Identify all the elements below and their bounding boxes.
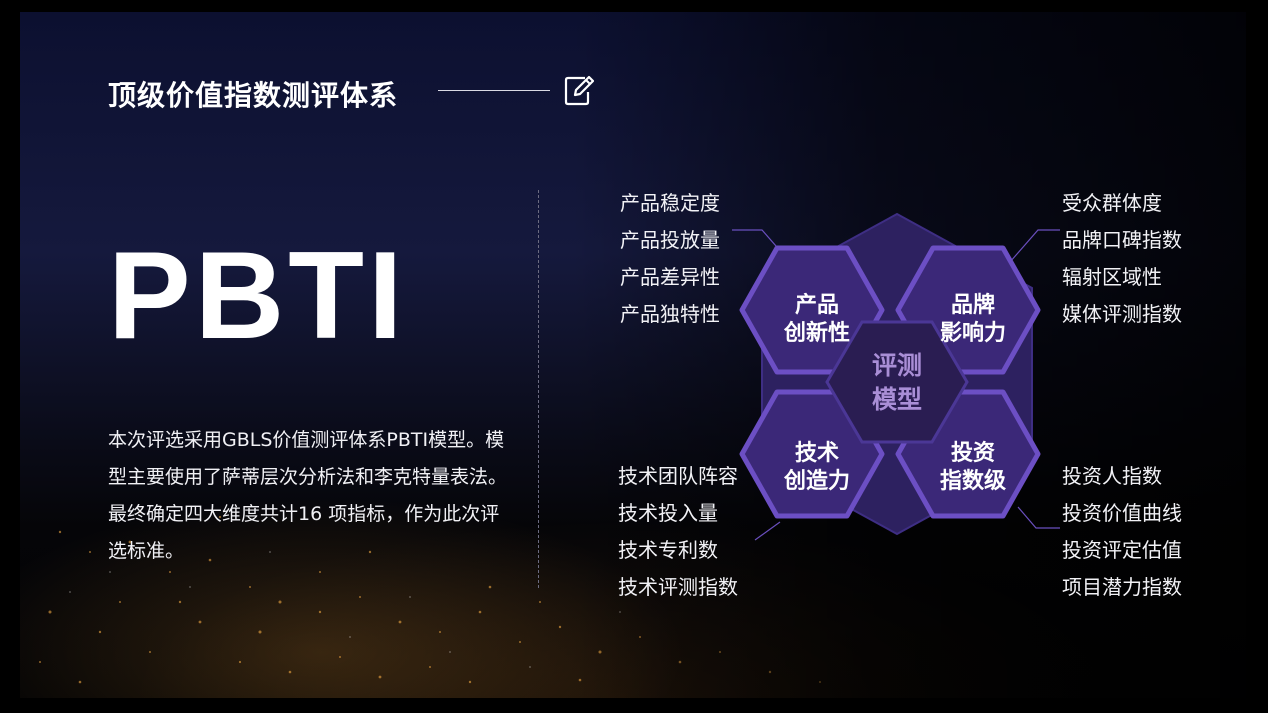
brand-hex-label: 品牌影响力: [939, 293, 1006, 346]
center-hexagon: [825, 320, 969, 444]
slide: 顶级价值指数测评体系 PBTI 本次评选采用GBLS价值测评体系PBTI模型。模…: [20, 12, 1246, 698]
brand-item: 受众群体度: [1062, 191, 1162, 215]
title-divider: [438, 90, 550, 91]
invest-item: 投资价值曲线: [1062, 501, 1182, 525]
product-hex-label: 产品创新性: [783, 293, 850, 346]
tech-hex-label: 技术创造力: [783, 441, 850, 494]
center-label: 评测模型: [871, 351, 922, 414]
invest-item: 投资评定估值: [1062, 538, 1182, 562]
invest-item: 项目潜力指数: [1062, 575, 1182, 599]
invest-hex-label: 投资指数级: [939, 441, 1006, 494]
tech-item: 技术团队阵容: [618, 464, 738, 488]
product-item: 产品独特性: [620, 302, 720, 326]
product-item: 产品差异性: [620, 265, 720, 289]
connector-lines: [732, 229, 1060, 541]
tech-item: 技术评测指数: [618, 575, 738, 599]
brand-item: 品牌口碑指数: [1062, 228, 1182, 252]
brand-item: 辐射区域性: [1062, 265, 1162, 289]
invest-item: 投资人指数: [1062, 464, 1162, 488]
evaluation-model-diagram: 产品创新性 品牌影响力 技术创造力 投资指数级 评测模型: [737, 210, 1057, 540]
tech-item: 技术专利数: [618, 538, 718, 562]
page-title: 顶级价值指数测评体系: [108, 79, 399, 112]
product-item: 产品投放量: [620, 228, 720, 252]
brand-item: 媒体评测指数: [1062, 302, 1182, 326]
product-item: 产品稳定度: [620, 191, 720, 215]
edit-icon: [564, 75, 594, 106]
city-lights-background: [39, 511, 821, 684]
tech-item: 技术投入量: [618, 501, 718, 525]
hero-title: PBTI: [108, 227, 407, 365]
description: 本次评选采用GBLS价值测评体系PBTI模型。模型主要使用了萨蒂层次分析法和李克…: [108, 429, 508, 562]
vertical-divider: [538, 190, 539, 588]
